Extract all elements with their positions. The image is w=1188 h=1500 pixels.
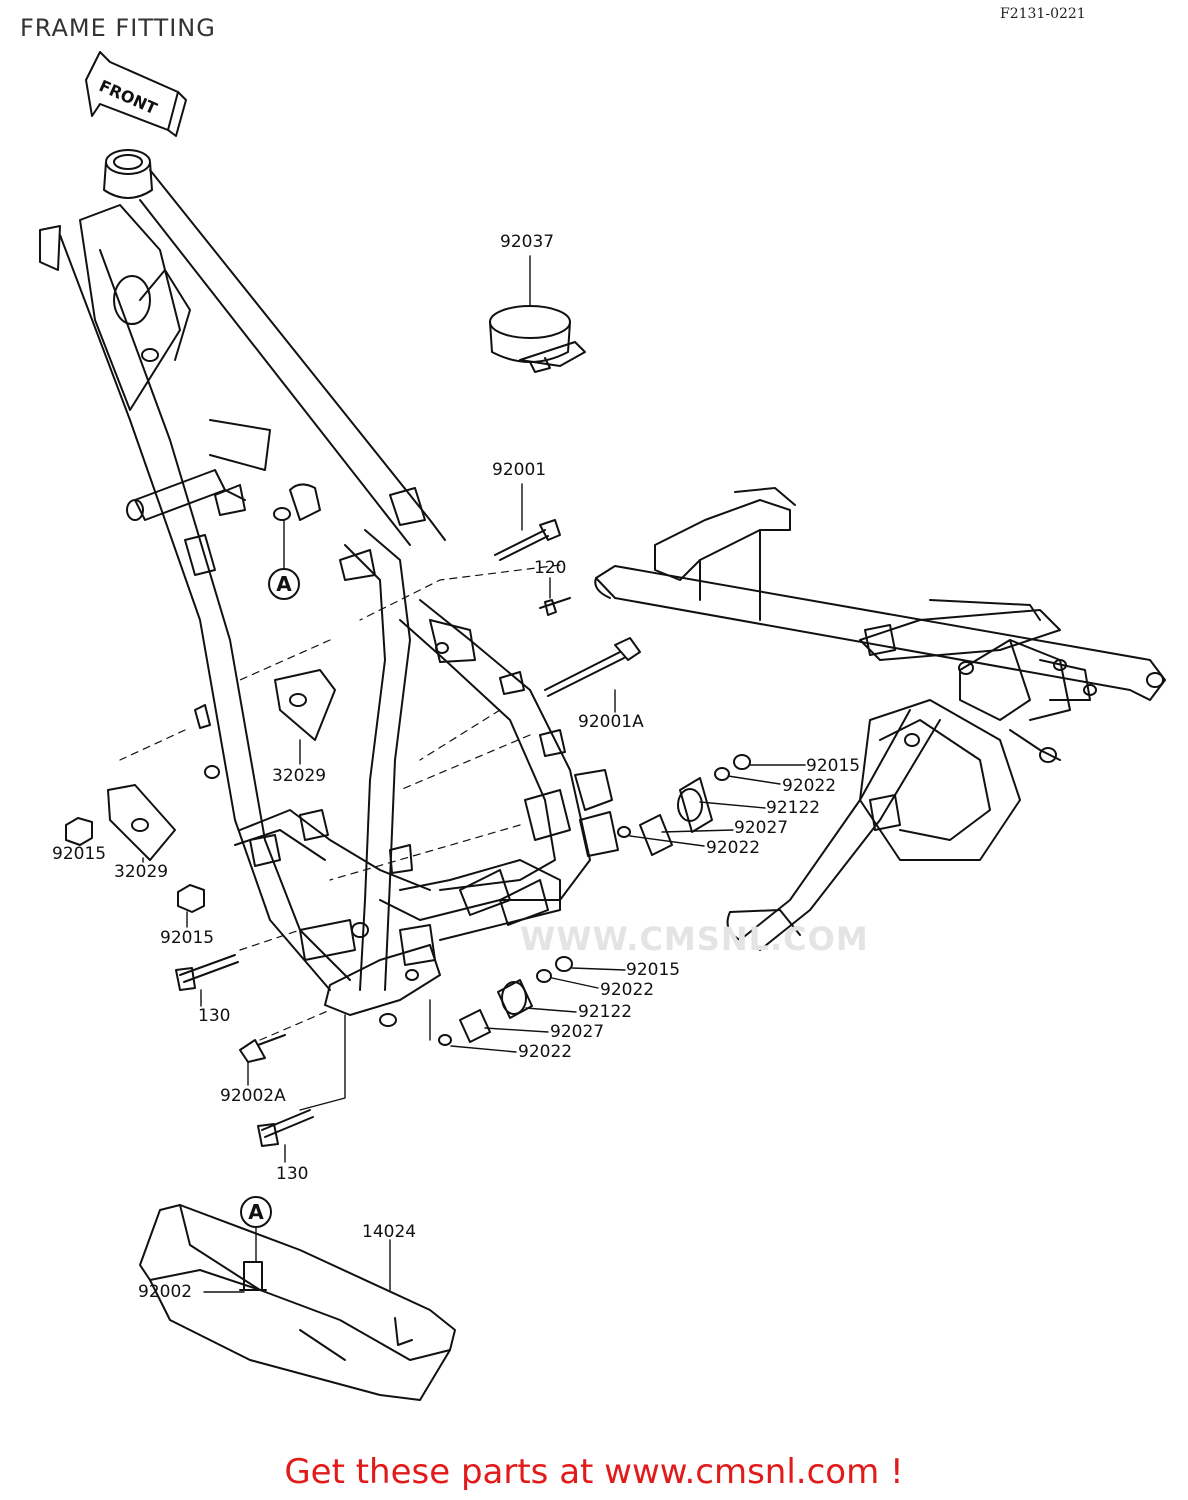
callout-92022-right-upper-1: 92022	[782, 776, 837, 796]
bolt-130-upper	[175, 954, 239, 991]
callout-92122-right-upper: 92122	[766, 798, 821, 818]
callout-92001a: 92001A	[578, 712, 644, 732]
callout-130-upper: 130	[198, 1006, 231, 1026]
bolt-92001	[494, 519, 561, 561]
assembly-lines	[119, 564, 561, 1041]
bushing-set-upper	[617, 754, 751, 856]
nut-92015-left	[65, 817, 93, 846]
bolt-92001a	[544, 637, 641, 697]
leader-lines	[142, 255, 806, 1293]
callout-92122-right-lower: 92122	[578, 1002, 633, 1022]
callout-92015-right-upper: 92015	[806, 756, 861, 776]
rear-subframe	[594, 487, 1166, 951]
callout-92002a: 92002A	[220, 1086, 286, 1106]
skid-plate-14024	[139, 1204, 456, 1401]
bolt-92002a	[239, 1034, 286, 1063]
callout-92027-right-upper: 92027	[734, 818, 789, 838]
page-title: FRAME FITTING	[20, 14, 216, 42]
bolt-120	[539, 597, 571, 616]
watermark-text: WWW.CMSNL.COM	[520, 920, 869, 958]
bushing-set-lower	[438, 956, 573, 1046]
ref-marker-lower: A	[248, 1200, 264, 1224]
bolt-130-lower	[257, 1109, 314, 1147]
clamp-92037	[489, 305, 586, 373]
callout-92015-mid: 92015	[160, 928, 215, 948]
diagram-reference-code: F2131-0221	[1000, 6, 1086, 22]
callout-120: 120	[534, 558, 567, 578]
callout-92022-right-lower-1: 92022	[600, 980, 655, 1000]
callout-130-lower: 130	[276, 1164, 309, 1184]
callout-32029-lower: 32029	[114, 862, 169, 882]
callout-92027-right-lower: 92027	[550, 1022, 605, 1042]
callout-92022-right-lower-2: 92022	[518, 1042, 573, 1062]
callout-92015-left: 92015	[52, 844, 107, 864]
callout-92002: 92002	[138, 1282, 193, 1302]
callout-92037: 92037	[500, 232, 555, 252]
callout-92001: 92001	[492, 460, 547, 480]
callout-92015-right-lower: 92015	[626, 960, 681, 980]
plate-32029-lower	[107, 784, 176, 861]
callout-14024: 14024	[362, 1222, 417, 1242]
nut-92015-mid	[177, 884, 205, 913]
callout-92022-right-upper-2: 92022	[706, 838, 761, 858]
ref-marker-upper: A	[276, 572, 292, 596]
plate-32029-upper	[274, 669, 336, 741]
callout-32029-upper: 32029	[272, 766, 327, 786]
front-arrow-icon	[85, 51, 187, 137]
cmsnl-parts-link[interactable]: Get these parts at www.cmsnl.com !	[284, 1452, 904, 1492]
main-frame	[39, 149, 619, 1027]
ref-circles	[240, 519, 300, 1228]
